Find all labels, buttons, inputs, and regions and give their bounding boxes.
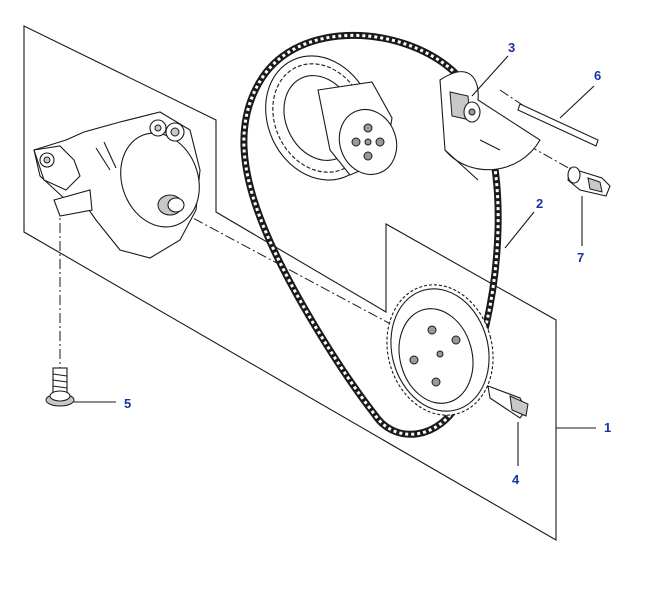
camshaft-sprocket bbox=[265, 55, 398, 181]
crankshaft-sprocket bbox=[386, 284, 494, 416]
kit-outline bbox=[23, 25, 557, 541]
pump-bolt bbox=[45, 367, 75, 407]
oil-pump-housing bbox=[33, 111, 201, 259]
leader-lines bbox=[74, 55, 596, 466]
callout-labels: 1 2 3 4 5 6 7 bbox=[124, 40, 611, 487]
callout-6: 6 bbox=[594, 68, 601, 83]
dowel-pin bbox=[517, 103, 599, 147]
callout-3: 3 bbox=[508, 40, 515, 55]
sprocket-bolt bbox=[487, 385, 529, 419]
callout-2: 2 bbox=[536, 196, 543, 211]
chain-tensioner bbox=[439, 71, 541, 181]
callout-7: 7 bbox=[577, 250, 584, 265]
tensioner-bolt bbox=[567, 166, 611, 197]
callout-1: 1 bbox=[604, 420, 611, 435]
callout-4: 4 bbox=[512, 472, 520, 487]
callout-5: 5 bbox=[124, 396, 131, 411]
